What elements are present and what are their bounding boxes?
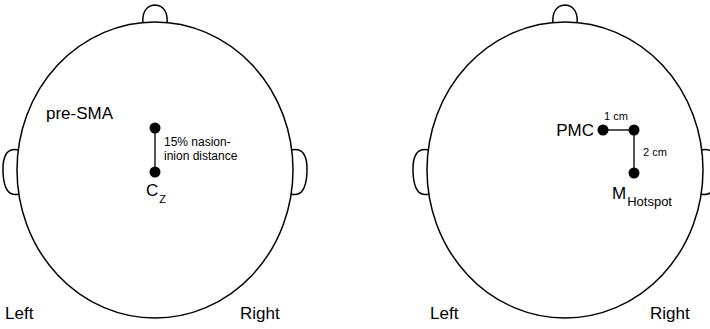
left-head: [3, 5, 307, 318]
site-label: PMC: [556, 121, 594, 141]
distance-line: [603, 130, 634, 173]
head-outline: [427, 22, 703, 318]
side-label: Right: [240, 304, 280, 324]
dimension-label: 2 cm: [643, 146, 667, 159]
head-outline: [17, 22, 293, 318]
site-label: pre-SMA: [46, 104, 113, 124]
distance-line: [154, 128, 156, 172]
subscript: Z: [159, 193, 166, 206]
site-label: C: [146, 181, 158, 201]
electrode-dot: [629, 125, 640, 136]
side-label: Left: [430, 304, 458, 324]
electrode-dot: [150, 167, 161, 178]
side-label: Right: [650, 304, 690, 324]
electrode-dot: [598, 125, 609, 136]
side-label: Left: [5, 304, 33, 324]
electrode-dot: [150, 123, 161, 134]
distance-label: 15% nasion-inion distance: [164, 136, 250, 164]
electrode-dot: [629, 168, 640, 179]
site-label: M: [612, 184, 626, 204]
subscript: Hotspot: [627, 195, 672, 210]
right-head: [413, 5, 710, 318]
dimension-label: 1 cm: [604, 110, 628, 123]
